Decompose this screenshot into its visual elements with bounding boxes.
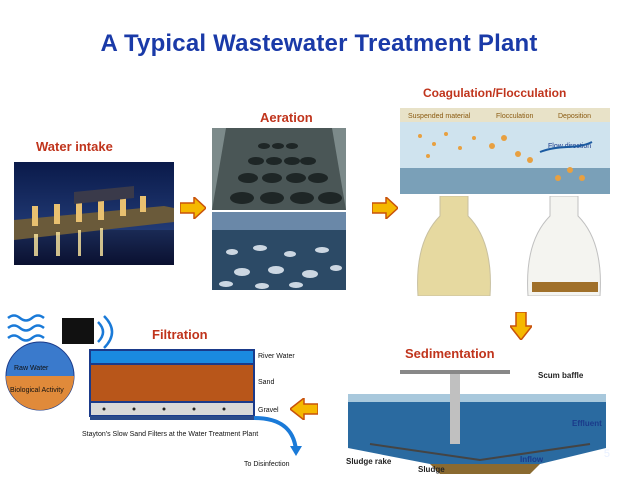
raw-water-label: Raw Water [14, 365, 49, 372]
bio-activity-label: Biological Activity [10, 387, 64, 394]
river-water-label: River Water [258, 353, 295, 360]
arrow-down-icon [510, 312, 532, 340]
arrow-right-icon [372, 197, 398, 219]
arrow-right-icon [180, 197, 206, 219]
sludge-label: Sludge [418, 465, 445, 474]
sludge-rake-label: Sludge rake [346, 457, 392, 466]
water-waves-icon [8, 316, 44, 341]
coagulation-bottles-photo [410, 196, 610, 296]
label-coagulation: Coagulation/Flocculation [423, 86, 566, 100]
pump-box [62, 318, 94, 344]
coag-suspended-label: Suspended material [408, 113, 471, 120]
effluent-label: Effluent [572, 419, 602, 428]
slide-title: A Typical Wastewater Treatment Plant [0, 30, 638, 58]
label-water-intake: Water intake [36, 139, 113, 154]
coag-deposition-label: Deposition [558, 113, 591, 120]
page-number: 5 [604, 448, 610, 460]
label-sedimentation: Sedimentation [405, 346, 495, 361]
filter-caption: Stayton's Slow Sand Filters at the Water… [82, 431, 258, 438]
inflow-label: Inflow [520, 455, 544, 464]
label-aeration: Aeration [260, 110, 313, 125]
coagulation-diagram: Suspended material Flocculation Depositi… [400, 108, 610, 194]
to-disinfection-label: To Disinfection [244, 461, 290, 468]
scum-baffle-label: Scum baffle [538, 371, 584, 380]
coag-flocculation-label: Flocculation [496, 113, 533, 120]
gravel-label: Gravel [258, 407, 279, 414]
aeration-photo-top [212, 128, 346, 210]
aeration-photo-bottom [212, 212, 346, 290]
water-intake-photo [14, 162, 174, 265]
sedimentation-diagram: Scum baffle Effluent Sludge rake Sludge … [340, 364, 630, 476]
sand-label: Sand [258, 379, 274, 386]
filtration-diagram: Raw Water Biological Activity River Wate… [4, 312, 330, 472]
